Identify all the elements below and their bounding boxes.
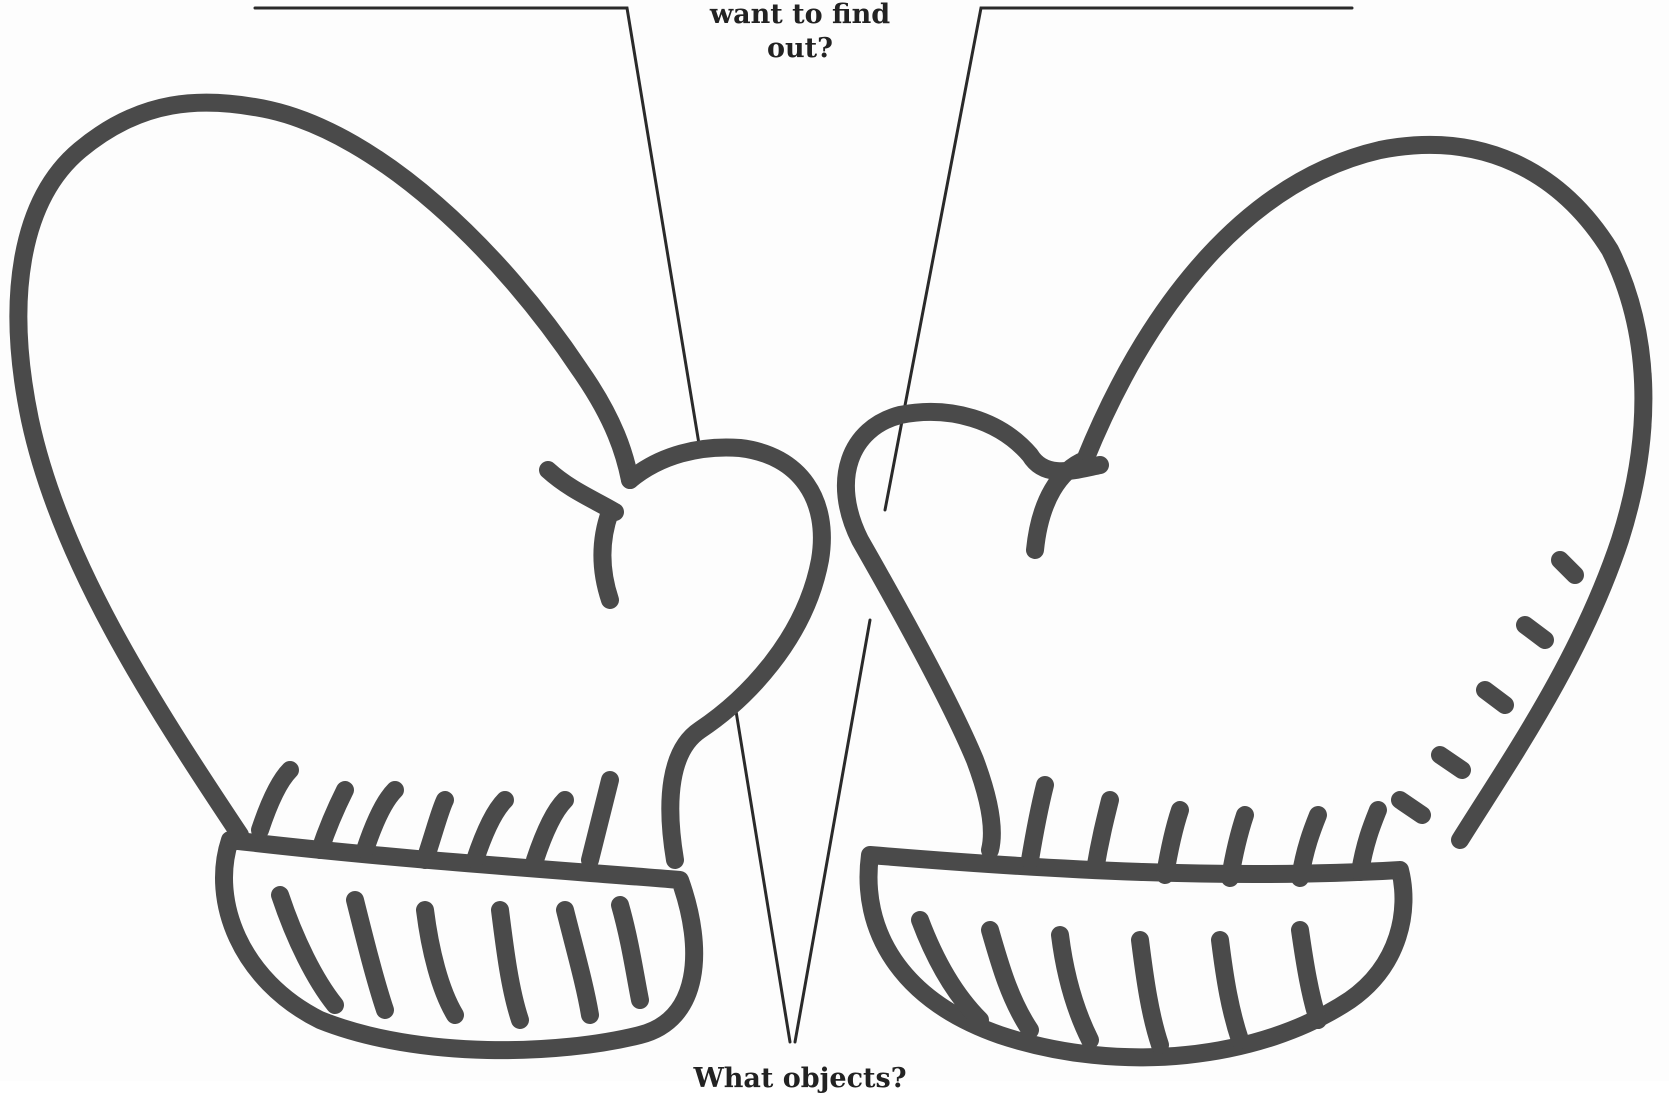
- leader-line-bottom-right: [795, 620, 870, 1042]
- left-mitten-thumb-crease: [548, 470, 615, 600]
- prompt-top-question: want to find out?: [640, 0, 960, 66]
- left-mitten-cuff-ribs-lower: [280, 895, 640, 1020]
- left-mitten-cuff-ribs-upper: [260, 770, 610, 860]
- prompt-bottom-question: What objects?: [640, 1062, 960, 1096]
- leader-line-bottom-left: [735, 705, 790, 1042]
- leader-line-top-right: [885, 8, 1352, 510]
- right-mitten-cuff-ribs-lower: [920, 920, 1318, 1045]
- right-mitten-body-outline: [1035, 145, 1643, 840]
- leader-line-top-left: [255, 8, 700, 450]
- leader-lines: [255, 8, 1352, 1042]
- right-mitten: [846, 145, 1644, 1057]
- left-mitten-thumb-outline: [630, 447, 822, 860]
- left-mitten: [18, 103, 821, 1051]
- prompt-top-line-2: out?: [640, 32, 960, 66]
- left-mitten-body-outline: [18, 103, 630, 835]
- prompt-top-line-1: want to find: [640, 0, 960, 32]
- right-mitten-thumb-outline: [846, 412, 1100, 850]
